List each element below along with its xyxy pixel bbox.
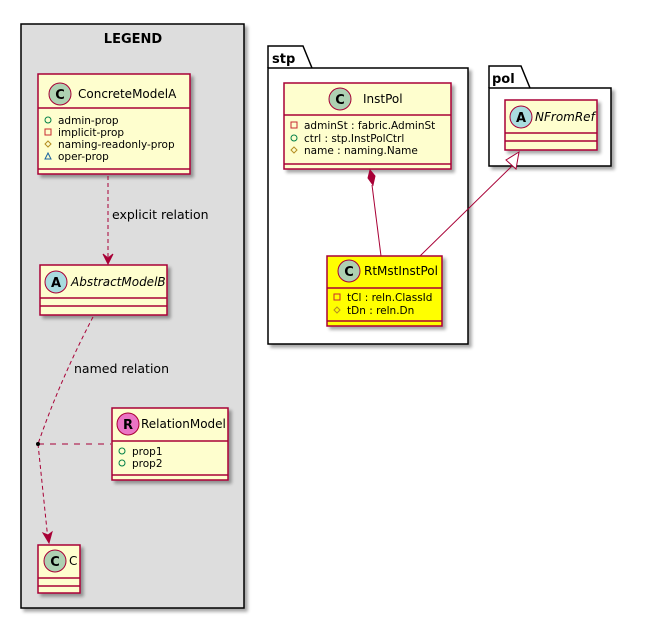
package-visibility-icon [44, 151, 52, 160]
class-name: InstPol [363, 92, 403, 106]
package-name: pol [492, 72, 515, 87]
inheritance-arrow-icon [505, 150, 520, 170]
attribute: implicit-prop [58, 127, 124, 139]
protected-visibility-icon [333, 306, 341, 314]
composition-diamond-icon [367, 168, 376, 187]
class-stereotype-c-icon: C [50, 555, 60, 570]
class-name: ConcreteModelA [78, 87, 177, 101]
class-nfrom-ref[interactable]: A NFromRef [504, 99, 598, 151]
class-name: RelationModel [141, 417, 226, 431]
attribute: admin-prop [58, 115, 119, 127]
explicit-relation-arrow: explicit relation [102, 176, 209, 266]
class-relation-model[interactable]: R RelationModel prop1 prop2 [111, 407, 229, 481]
attribute: tCl : reln.ClassId [347, 292, 432, 304]
class-stereotype-a-icon: A [51, 276, 61, 291]
class-stereotype-c-icon: C [335, 93, 345, 108]
class-name: C [69, 554, 77, 568]
class-stereotype-c-icon: C [55, 88, 65, 103]
attribute: adminSt : fabric.AdminSt [304, 120, 435, 132]
protected-visibility-icon [290, 146, 298, 154]
named-relation-label: named relation [74, 361, 169, 376]
class-name: RtMstInstPol [364, 264, 438, 278]
attribute: prop1 [132, 446, 163, 458]
private-visibility-icon [290, 121, 298, 129]
attribute: name : naming.Name [304, 145, 418, 157]
public-visibility-icon [290, 134, 298, 142]
class-abstract-model-b[interactable]: A AbstractModelB [39, 264, 168, 316]
inheritance-link [419, 150, 520, 257]
class-rt-mst-inst-pol[interactable]: C RtMstInstPol tCl : reln.ClassId tDn : … [326, 255, 443, 327]
class-stereotype-r-icon: R [123, 418, 133, 433]
class-stereotype-c-icon: C [344, 265, 354, 280]
class-stereotype-a-icon: A [516, 111, 526, 126]
class-concrete-model-a[interactable]: C ConcreteModelA admin-prop implicit-pro… [37, 73, 191, 175]
attribute: prop2 [132, 458, 163, 470]
attribute: tDn : reln.Dn [347, 305, 414, 317]
protected-visibility-icon [44, 140, 52, 148]
class-name: NFromRef [535, 110, 597, 124]
public-visibility-icon [118, 447, 126, 455]
private-visibility-icon [44, 128, 52, 136]
attribute: oper-prop [58, 151, 109, 163]
explicit-relation-label: explicit relation [112, 207, 209, 222]
legend-title: LEGEND [104, 32, 163, 47]
private-visibility-icon [333, 293, 341, 301]
named-relation-line: named relation [36, 316, 169, 545]
class-c[interactable]: C C [37, 544, 81, 594]
package-name: stp [272, 52, 295, 67]
class-name: AbstractModelB [70, 275, 166, 289]
attribute: ctrl : stp.InstPolCtrl [304, 133, 404, 145]
composition-link [367, 168, 382, 257]
public-visibility-icon [118, 459, 126, 467]
attribute: naming-readonly-prop [58, 139, 175, 151]
class-inst-pol[interactable]: C InstPol adminSt : fabric.AdminSt ctrl … [283, 82, 452, 170]
public-visibility-icon [44, 116, 52, 124]
